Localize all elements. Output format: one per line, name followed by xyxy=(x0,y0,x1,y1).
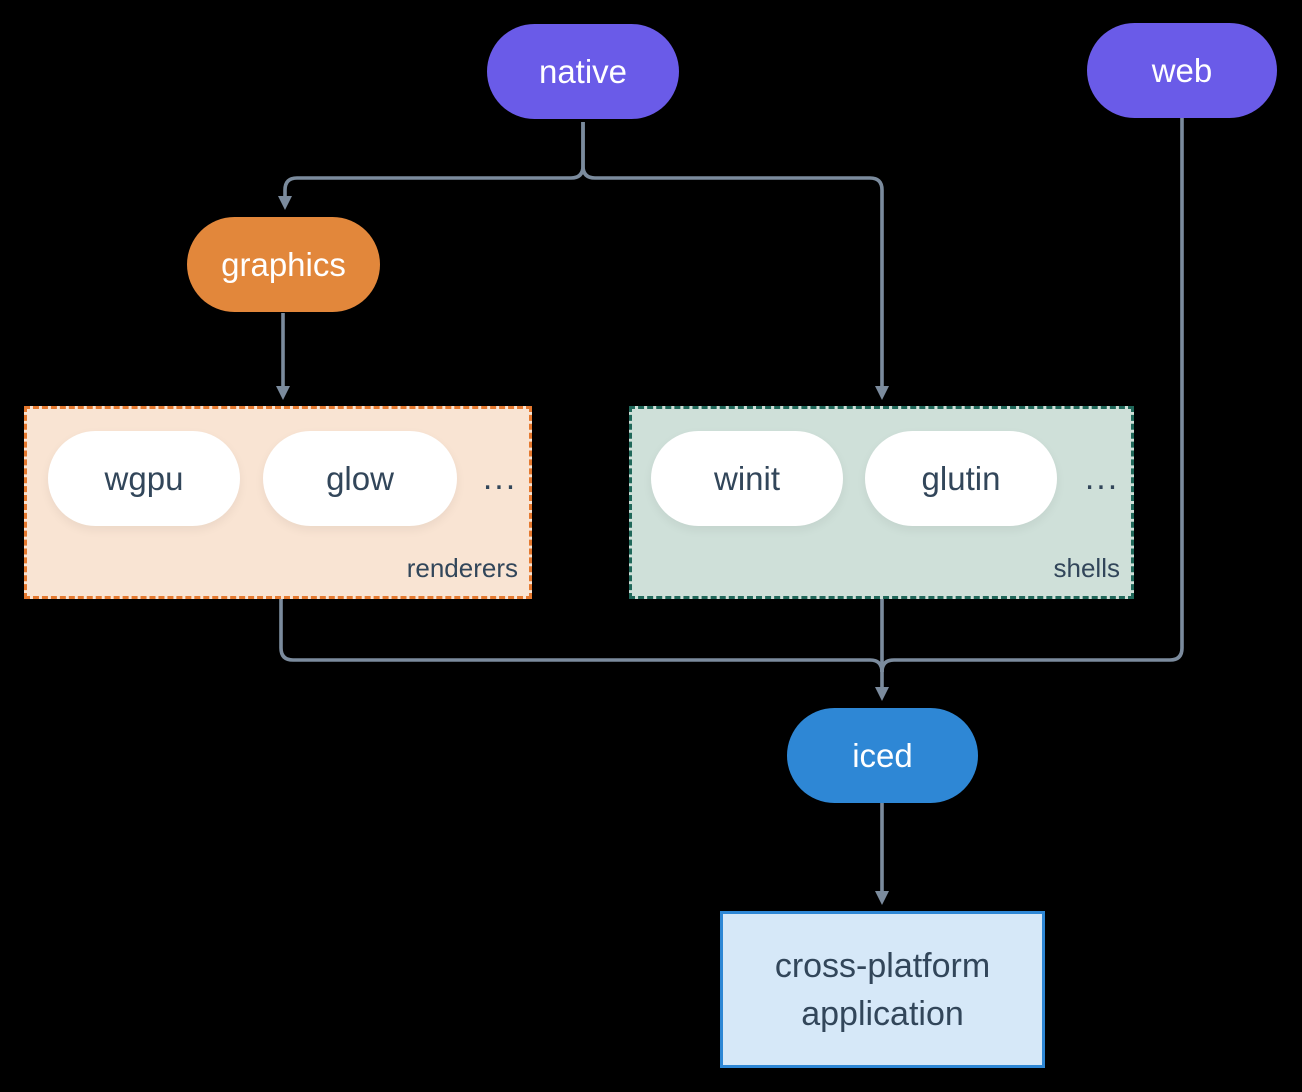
web-node: web xyxy=(1087,23,1277,118)
shells-label: shells xyxy=(1053,553,1120,583)
app-label-line1: cross-platform xyxy=(774,946,991,985)
glow-node: glow xyxy=(263,431,457,526)
arrowhead-shells xyxy=(875,386,889,400)
graphics-node: graphics xyxy=(187,217,380,312)
app-label-line2: application xyxy=(801,994,964,1033)
winit-node: winit xyxy=(651,431,843,526)
native-node: native xyxy=(487,24,679,119)
glutin-node: glutin xyxy=(865,431,1057,526)
arrowhead-renderers xyxy=(276,386,290,400)
renderers-ellipsis: ... xyxy=(482,459,518,497)
edge-native-graphics xyxy=(283,122,585,196)
edge-renderers-iced xyxy=(279,599,884,673)
edge-native-shells xyxy=(581,122,884,386)
arrowhead-graphics xyxy=(278,196,292,210)
arrowhead-app xyxy=(875,891,889,905)
renderers-label: renderers xyxy=(406,553,518,583)
iced-node: iced xyxy=(787,708,978,803)
app-node: cross-platform application xyxy=(720,911,1045,1068)
wgpu-node: wgpu xyxy=(48,431,240,526)
shells-ellipsis: ... xyxy=(1084,459,1120,497)
shells-group: winit glutin ... shells xyxy=(629,406,1134,599)
renderers-group: wgpu glow ... renderers xyxy=(24,406,532,599)
arrowhead-iced xyxy=(875,687,889,701)
